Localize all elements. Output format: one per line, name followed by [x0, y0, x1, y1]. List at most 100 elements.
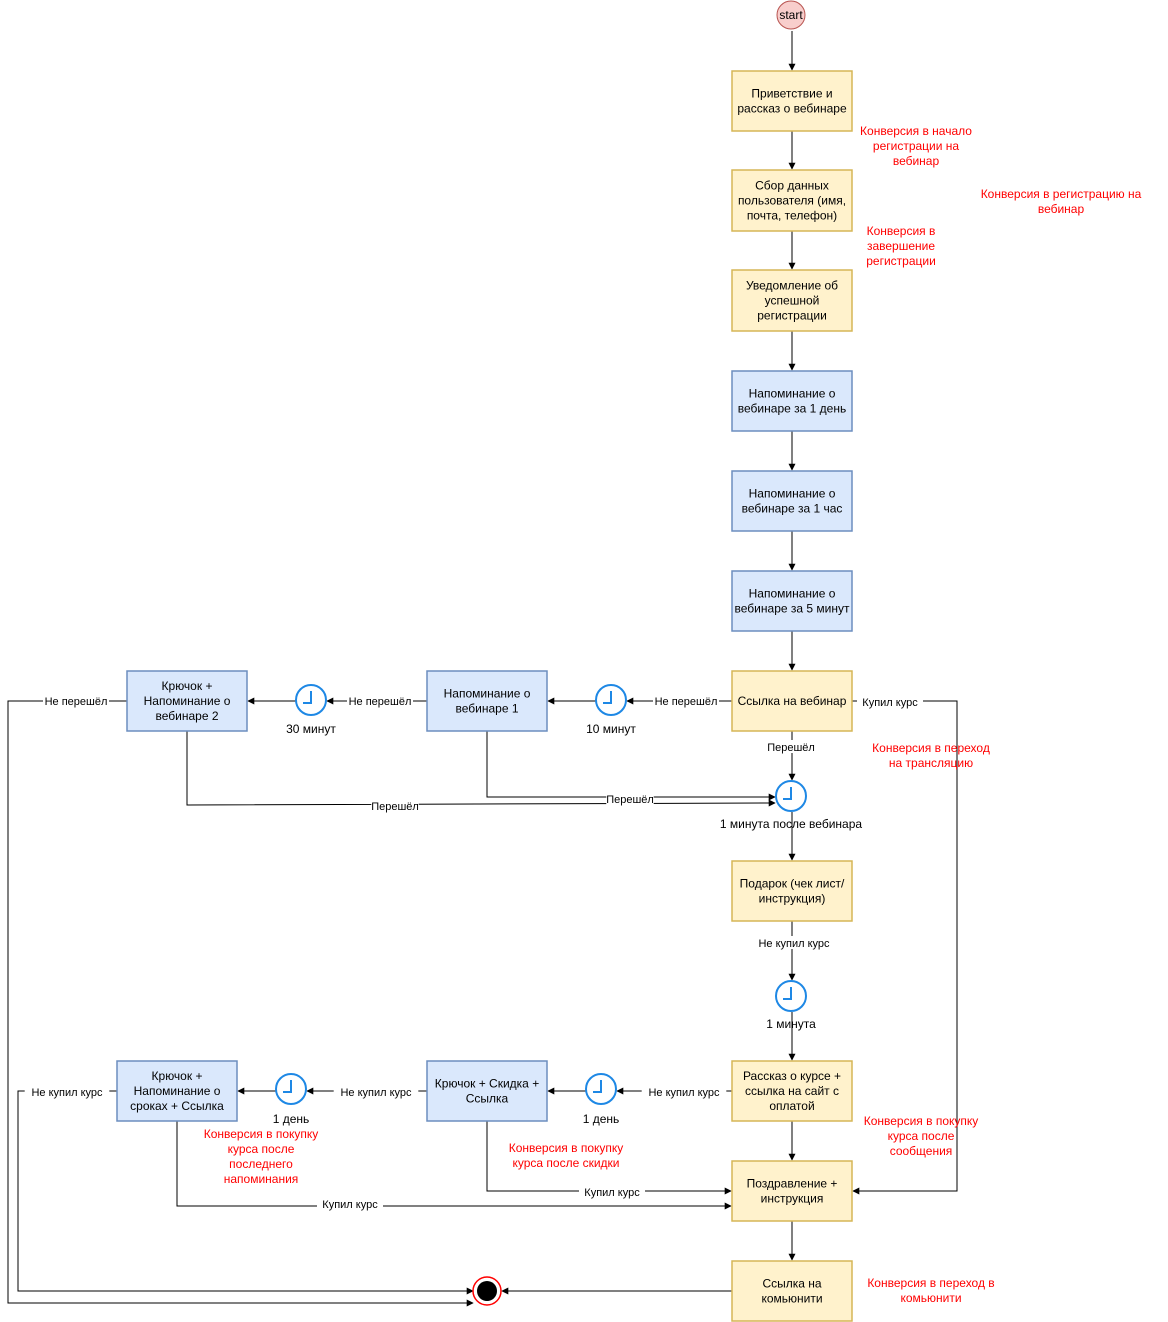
node-text-line: Ссылка на вебинар	[738, 694, 847, 708]
start-node	[776, 0, 806, 30]
conversion-line: последнего	[229, 1157, 293, 1171]
conversion-line: Конверсия в начало	[860, 124, 972, 138]
edge-label-link_went: Перешёл	[767, 742, 815, 754]
edge-label-hook2_no: Не перешёл	[45, 696, 108, 708]
node-text-line: инструкция	[761, 1192, 824, 1206]
node-text-line: Напоминание о	[444, 687, 531, 701]
edge-label-gift_notbought: Не купил курс	[758, 938, 830, 950]
conversion-line: комьюнити	[900, 1291, 961, 1305]
conversion-line: Конверсия в покупку	[204, 1127, 319, 1141]
node-box	[731, 670, 853, 732]
edge-label-link_bought: Купил курс	[862, 697, 918, 709]
edge-label-bg	[751, 936, 837, 949]
edge-hookweb2-end	[7, 700, 474, 1307]
node-text-line: Ссылка	[466, 1092, 509, 1106]
node-text-line: сроках + Ссылка	[130, 1099, 224, 1113]
node-text-line: Поздравление +	[747, 1177, 838, 1191]
edge-label-bg	[767, 740, 815, 753]
node-box	[731, 1060, 853, 1122]
edge-label-disc_notbought: Не купил курс	[340, 1087, 412, 1099]
edge-label-link_no: Не перешёл	[655, 696, 718, 708]
node-text-line: Напоминание о	[134, 1084, 221, 1098]
node-text-line: Напоминание о	[144, 694, 231, 708]
node-text-line: рассказ о вебинаре	[737, 102, 847, 116]
node-text-line: Крючок + Скидка +	[435, 1077, 539, 1091]
edge-hookterm-end	[17, 1090, 474, 1295]
node-text-line: вебинаре за 5 минут	[735, 602, 850, 616]
node-box	[116, 1060, 238, 1122]
conversion-line: вебинар	[1038, 202, 1085, 216]
edge-label-bg	[641, 1085, 727, 1098]
node-box	[731, 470, 853, 532]
node-text-line: Напоминание о	[749, 487, 836, 501]
node-text-line: вебинаре 1	[455, 702, 518, 716]
node-box	[731, 1260, 853, 1322]
node-gift: Подарок (чек лист/инструкция)	[731, 860, 853, 922]
edge-label-rem1_no: Не перешёл	[349, 696, 412, 708]
node-text-line: вебинаре 2	[155, 709, 218, 723]
node-text-line: Крючок +	[152, 1069, 203, 1083]
timer-label-t1day_a: 1 день	[583, 1112, 620, 1126]
edge-label-bg	[606, 792, 654, 805]
start-label: start	[779, 8, 803, 22]
node-text-line: регистрации	[757, 309, 827, 323]
edge-hookdisc-congrats	[486, 1121, 732, 1195]
edge-label-bg	[333, 1085, 419, 1098]
conversion-line: сообщения	[890, 1144, 953, 1158]
node-text-line: Уведомление об	[746, 279, 838, 293]
edge-label-bg	[43, 694, 109, 707]
node-text-line: Напоминание о	[749, 587, 836, 601]
edge-label-bg	[24, 1085, 110, 1098]
conversion-line: регистрации на	[873, 139, 960, 153]
conversion-line: на трансляцию	[889, 756, 973, 770]
node-text-line: успешной	[765, 294, 820, 308]
timer-label-t10: 10 минут	[586, 722, 636, 736]
conversion-line: курса после	[888, 1129, 955, 1143]
clock-icon	[775, 980, 807, 1012]
node-box	[126, 670, 248, 732]
node-box	[731, 169, 853, 232]
node-text-line: оплатой	[769, 1099, 814, 1113]
timer-label-t1min_after: 1 минута после вебинара	[720, 817, 862, 831]
edge-remweb1-timerafter	[486, 731, 776, 801]
node-congrats: Поздравление +инструкция	[731, 1160, 853, 1222]
node-text-line: Напоминание о	[749, 387, 836, 401]
node-text-line: Сбор данных	[755, 179, 829, 193]
edge-label-bg	[371, 799, 419, 812]
node-text-line: комьюнити	[761, 1292, 822, 1306]
node-box	[731, 570, 853, 632]
node-text-line: пользователя (имя,	[738, 194, 846, 208]
conversion-line: Конверсия в	[867, 224, 936, 238]
edge-hookterm-congrats	[176, 1121, 732, 1210]
node-text-line: вебинаре за 1 день	[738, 402, 846, 416]
edge-label-disc_bought: Купил курс	[584, 1187, 640, 1199]
edge-label-bg	[653, 694, 719, 707]
conversion-line: Конверсия в покупку	[509, 1141, 624, 1155]
edge-label-bg	[857, 695, 923, 708]
end-node-inner	[477, 1281, 497, 1301]
node-box	[731, 269, 853, 332]
node-link: Ссылка на вебинар	[731, 670, 853, 732]
conversion-line: завершение	[867, 239, 935, 253]
node-text-line: Подарок (чек лист/	[740, 877, 845, 891]
node-text-line: Крючок +	[162, 679, 213, 693]
clock-icon	[585, 1073, 617, 1105]
conversion-line: Конверсия в переход	[872, 741, 990, 755]
node-text-line: Приветствие и	[751, 87, 832, 101]
